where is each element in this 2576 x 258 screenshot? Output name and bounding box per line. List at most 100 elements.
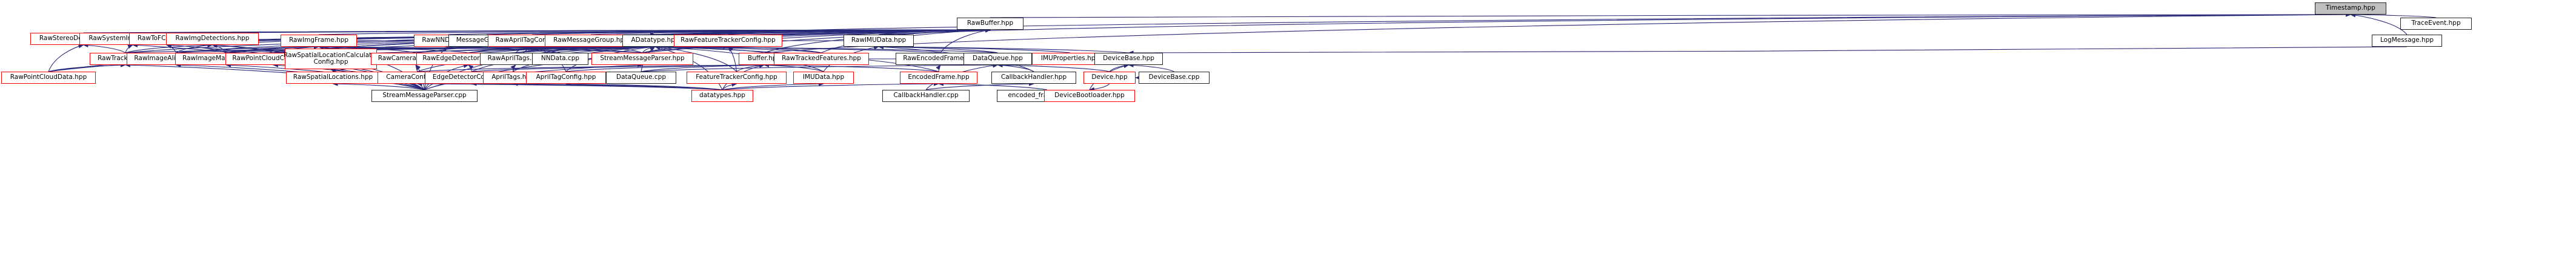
graph-node-label: DeviceBase.cpp [1148,73,1200,81]
graph-edge [176,44,656,53]
graph-edge [332,81,425,90]
graph-edge [878,44,998,53]
graph-edge [2350,13,2408,35]
graph-node-label: RawBuffer.hpp [967,19,1014,27]
graph-edge [166,44,177,53]
graph-edge [48,63,126,72]
graph-node[interactable]: RawPointCloudData.hpp [1,72,96,84]
graph-edge [415,44,656,53]
graph-edge [736,63,765,72]
graph-node[interactable]: DataQueue.cpp [606,72,676,84]
graph-edge [447,44,561,53]
graph-edge [1128,63,1174,72]
graph-node-label: RawMessageGroup.hpp [553,36,628,44]
graph-node[interactable]: RawImgDetections.hpp [166,33,259,45]
graph-edge [510,64,516,72]
graph-node[interactable]: DataQueue.hpp [964,53,1032,65]
graph-edge [654,44,941,53]
graph-node[interactable]: TraceEvent.hpp [2400,18,2472,30]
graph-node-label: CallbackHandler.cpp [893,92,959,100]
graph-node[interactable]: DeviceBase.cpp [1139,72,1210,84]
graph-edge [447,44,643,53]
graph-node[interactable]: RawFeatureTrackerConfig.hpp [674,35,782,47]
graph-edge [878,44,1071,53]
graph-node[interactable]: IMUData.hpp [793,72,854,84]
graph-edge [1109,63,1130,72]
graph-node[interactable]: Timestamp.hpp [2315,2,2386,15]
graph-node[interactable]: RawBuffer.hpp [957,18,1023,30]
graph-edge [125,44,656,53]
graph-edge [448,27,991,35]
graph-edge [722,81,939,90]
graph-node[interactable]: RawIMUData.hpp [844,35,914,47]
graph-node[interactable]: RawSpatialLocations.hpp [286,72,380,84]
graph-edge [166,42,227,53]
graph-edge [471,81,723,90]
graph-edge [211,44,227,53]
graph-edge [565,81,723,90]
graph-edge [132,27,991,33]
graph-edge [212,27,991,33]
graph-node[interactable]: DeviceBootloader.hpp [1044,90,1135,102]
graph-node-label: IMUData.hpp [802,73,845,81]
graph-node[interactable]: AprilTagConfig.hpp [526,72,606,84]
graph-edge [940,28,991,53]
graph-edge [641,63,765,72]
graph-edge [48,44,84,72]
graph-edge [468,64,474,72]
graph-node[interactable]: LogMessage.hpp [2372,35,2442,47]
graph-node-label: StreamMessageParser.cpp [382,92,467,100]
graph-edge [642,45,656,53]
graph-node-label: Timestamp.hpp [2326,4,2375,12]
graph-node[interactable]: EncodedFrame.hpp [900,72,977,84]
graph-edge [722,82,737,90]
graph-node[interactable]: StreamMessageParser.cpp [371,90,478,102]
graph-edge [471,63,765,72]
graph-node-label: NNData.cpp [541,55,580,63]
graph-node[interactable]: StreamMessageParser.hpp [591,53,693,65]
graph-edge [997,63,1034,72]
graph-node[interactable]: RawTrackedFeatures.hpp [774,53,869,65]
graph-node-label: TraceEvent.hpp [2411,19,2461,27]
graph-edge [722,81,824,90]
graph-node[interactable]: NNData.cpp [532,53,588,65]
graph-edge [654,44,765,53]
graph-edge [997,63,1110,72]
graph-edge [938,81,1048,90]
graph-edge [590,27,991,35]
graph-edge [330,44,656,49]
graph-edge [654,44,998,53]
graph-node-label: RawTrackedFeatures.hpp [782,55,861,63]
graph-node-label: RawIMUData.hpp [851,36,907,44]
graph-edge [176,43,213,53]
graph-node[interactable]: DeviceBase.hpp [1094,53,1163,65]
graph-node-label: CallbackHandler.hpp [1000,73,1067,81]
graph-node-label: RawFeatureTrackerConfig.hpp [681,36,776,44]
graph-edge [727,44,822,53]
graph-node-label: datatypes.hpp [699,92,745,100]
graph-edge [82,43,126,53]
graph-node[interactable]: RawImgFrame.hpp [281,35,357,47]
graph-node[interactable]: CallbackHandler.cpp [882,90,970,102]
graph-edge [1089,83,1110,92]
graph-node-label: ADatatype.hpp [631,36,679,44]
graph-node-label: FeatureTrackerConfig.hpp [696,73,777,81]
graph-edge [211,42,274,53]
graph-node[interactable]: Device.hpp [1083,72,1136,84]
graph-edge [728,27,991,35]
graph-edge [654,44,822,53]
graph-node-label: LogMessage.hpp [2380,36,2434,44]
graph-edge [515,44,656,53]
graph-node[interactable]: FeatureTrackerConfig.hpp [687,72,787,84]
graph-node[interactable]: datatypes.hpp [691,90,753,102]
graph-edge [925,81,1034,90]
graph-edge [990,12,2351,18]
graph-node[interactable]: RawSpatialLocationCalculator Config.hpp [284,49,378,69]
graph-edge [416,81,723,90]
graph-edge [125,44,133,53]
graph-edge [878,44,1129,53]
graph-node[interactable]: CallbackHandler.hpp [991,72,1076,84]
graph-edge [486,27,991,35]
graph-edge [125,42,213,53]
